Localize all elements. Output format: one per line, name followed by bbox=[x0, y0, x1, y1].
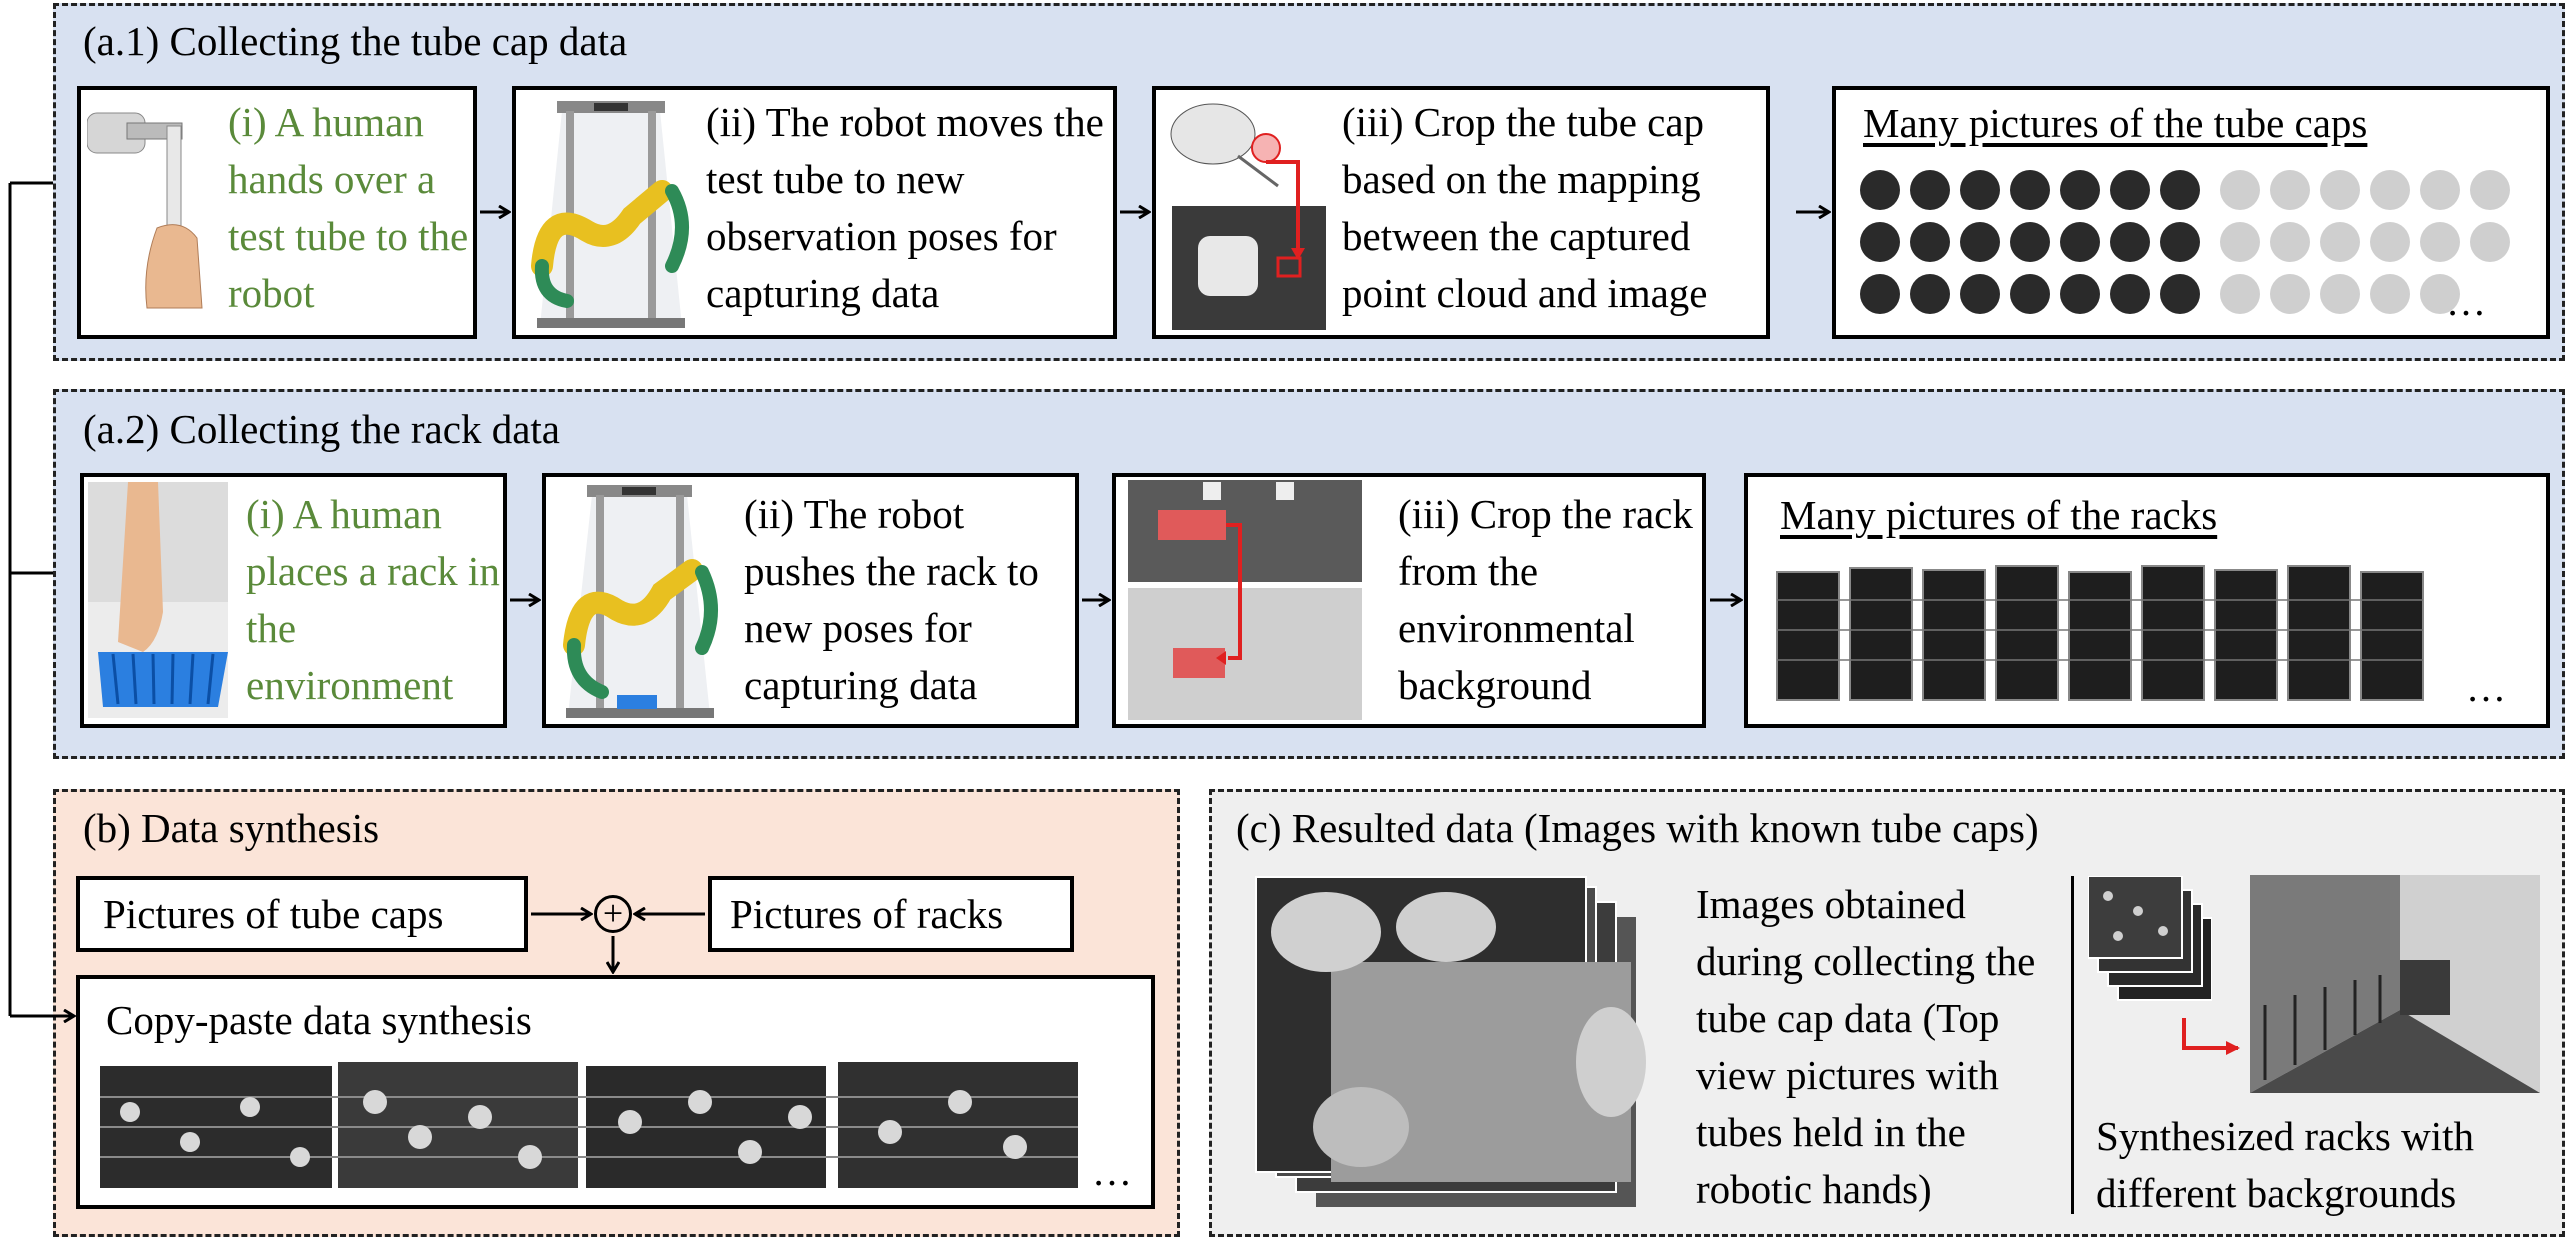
racks-input-box bbox=[708, 876, 1074, 952]
robot-push-rack-image bbox=[552, 480, 727, 720]
panel-b-title: (b) Data synthesis bbox=[83, 805, 380, 851]
a1-result-title: Many pictures of the tube caps bbox=[1863, 100, 2368, 146]
synthesized-rack-samples bbox=[100, 1062, 1085, 1192]
copy-paste-title: Copy-paste data synthesis bbox=[106, 997, 532, 1043]
a1-ellipsis: … bbox=[2446, 279, 2486, 324]
tube-caps-input-label: Pictures of tube caps bbox=[103, 891, 444, 937]
human-handover-image bbox=[86, 108, 217, 313]
b-ellipsis: … bbox=[1092, 1149, 1132, 1194]
synthesized-rack-stack bbox=[2087, 875, 2213, 1016]
combine-plus-icon: + bbox=[594, 895, 632, 933]
panel-c-title: (c) Resulted data (Images with known tub… bbox=[1236, 805, 2039, 851]
panel-c-divider bbox=[2071, 876, 2074, 1214]
robot-observation-image bbox=[522, 96, 700, 331]
a2-step2-text: (ii) The robot pushes the rack to new po… bbox=[744, 491, 1039, 708]
tube-cap-gallery bbox=[1855, 160, 2527, 320]
c-left-caption: Images obtained during collecting the tu… bbox=[1696, 881, 2036, 1212]
crop-rack-image bbox=[1128, 480, 1362, 720]
racks-input-label: Pictures of racks bbox=[730, 891, 1004, 937]
a2-step1-text: (i) A human places a rack in the environ… bbox=[246, 491, 500, 708]
c-right-caption: Synthesized racks with different backgro… bbox=[2096, 1113, 2475, 1216]
a2-ellipsis: … bbox=[2466, 665, 2506, 710]
a2-result-title: Many pictures of the racks bbox=[1780, 492, 2218, 538]
panel-a1-title: (a.1) Collecting the tube cap data bbox=[83, 18, 628, 64]
a1-step2-text: (ii) The robot moves the test tube to ne… bbox=[706, 99, 1104, 316]
a1-step3-text: (iii) Crop the tube cap based on the map… bbox=[1342, 99, 1708, 316]
a1-step1-text: (i) A human hands over a test tube to th… bbox=[228, 99, 469, 316]
top-view-image-stack bbox=[1236, 872, 1676, 1212]
a2-step3-text: (iii) Crop the rack from the environment… bbox=[1398, 491, 1693, 708]
rack-gallery bbox=[1772, 560, 2432, 708]
human-place-rack-image bbox=[88, 482, 228, 718]
crop-tube-cap-image bbox=[1168, 96, 1330, 333]
background-scene-image bbox=[2250, 875, 2540, 1093]
panel-a2-title: (a.2) Collecting the rack data bbox=[83, 406, 560, 452]
a1-step1-box bbox=[77, 86, 477, 339]
tube-caps-input-box bbox=[76, 876, 528, 952]
